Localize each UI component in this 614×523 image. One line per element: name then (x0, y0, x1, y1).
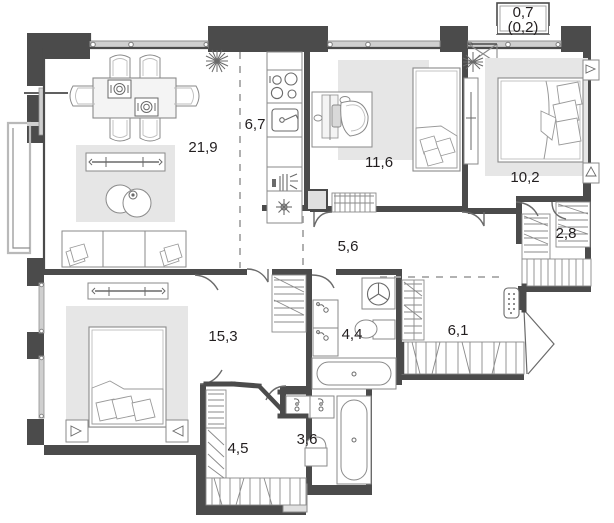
label-bedroom2: 10,2 (510, 169, 539, 186)
electrical-panel-icon (503, 287, 520, 319)
bathtub-icon (311, 357, 397, 390)
label-bedroom1: 11,6 (365, 154, 393, 171)
tv-icon-2 (87, 282, 169, 300)
label-bedroom3: 15,3 (208, 328, 237, 345)
dining-table-icon (69, 54, 200, 142)
desk-icon (311, 91, 373, 148)
kitchen-units (266, 51, 303, 224)
wardrobe-hatching (205, 192, 592, 506)
utility-box (306, 189, 328, 211)
bed-icon-2 (497, 59, 600, 184)
toilet-icon-2 (304, 436, 328, 467)
bed-icon-3 (65, 326, 189, 443)
bedroom1-furniture (311, 60, 479, 172)
sink-icon (266, 102, 303, 138)
washing-machine-icon (361, 277, 396, 310)
stove-icon (266, 69, 303, 104)
chair-icon (340, 100, 369, 137)
bedroom3-furniture (65, 282, 189, 443)
bed-icon (412, 67, 461, 172)
label-closet1: 2,8 (556, 225, 577, 242)
label-bath1: 4,4 (342, 326, 363, 343)
label-living: 21,9 (188, 139, 217, 156)
label-kitchen: 6,7 (245, 116, 266, 133)
refrigerator-icon (266, 190, 303, 224)
bedroom2-furniture (462, 52, 600, 184)
label-balcony-net: (0,2) (508, 19, 539, 36)
coffee-table-icon (105, 184, 152, 218)
living-room-furniture (61, 49, 229, 268)
washbasin-icon-2 (285, 395, 335, 419)
thin-walls (42, 33, 583, 269)
plant-icon-2 (462, 52, 484, 72)
sofa-icon (61, 230, 187, 268)
plant-icon (205, 49, 229, 73)
label-balcony: 0,7 (513, 4, 534, 21)
dishwasher-icon (266, 166, 303, 200)
tv-icon (85, 152, 166, 172)
bathtub-icon-2 (336, 395, 372, 485)
area-labels: 21,9 6,7 11,6 10,2 5,6 2,8 15,3 4,4 6,1 … (188, 4, 576, 457)
label-hall: 6,1 (448, 322, 469, 339)
label-bath2: 3,6 (297, 431, 318, 448)
toilet-icon (354, 319, 396, 340)
mirror-icon (463, 77, 479, 165)
label-closet2: 4,5 (228, 440, 249, 457)
balcony-top (467, 2, 561, 65)
label-corridor: 5,6 (338, 238, 359, 255)
washbasin-icon (312, 299, 339, 357)
doors (194, 201, 567, 401)
left-window-mullions (24, 87, 68, 419)
zone-dividers (239, 52, 500, 278)
bathroom1-fixtures (311, 277, 397, 390)
left-balcony (6, 121, 43, 255)
